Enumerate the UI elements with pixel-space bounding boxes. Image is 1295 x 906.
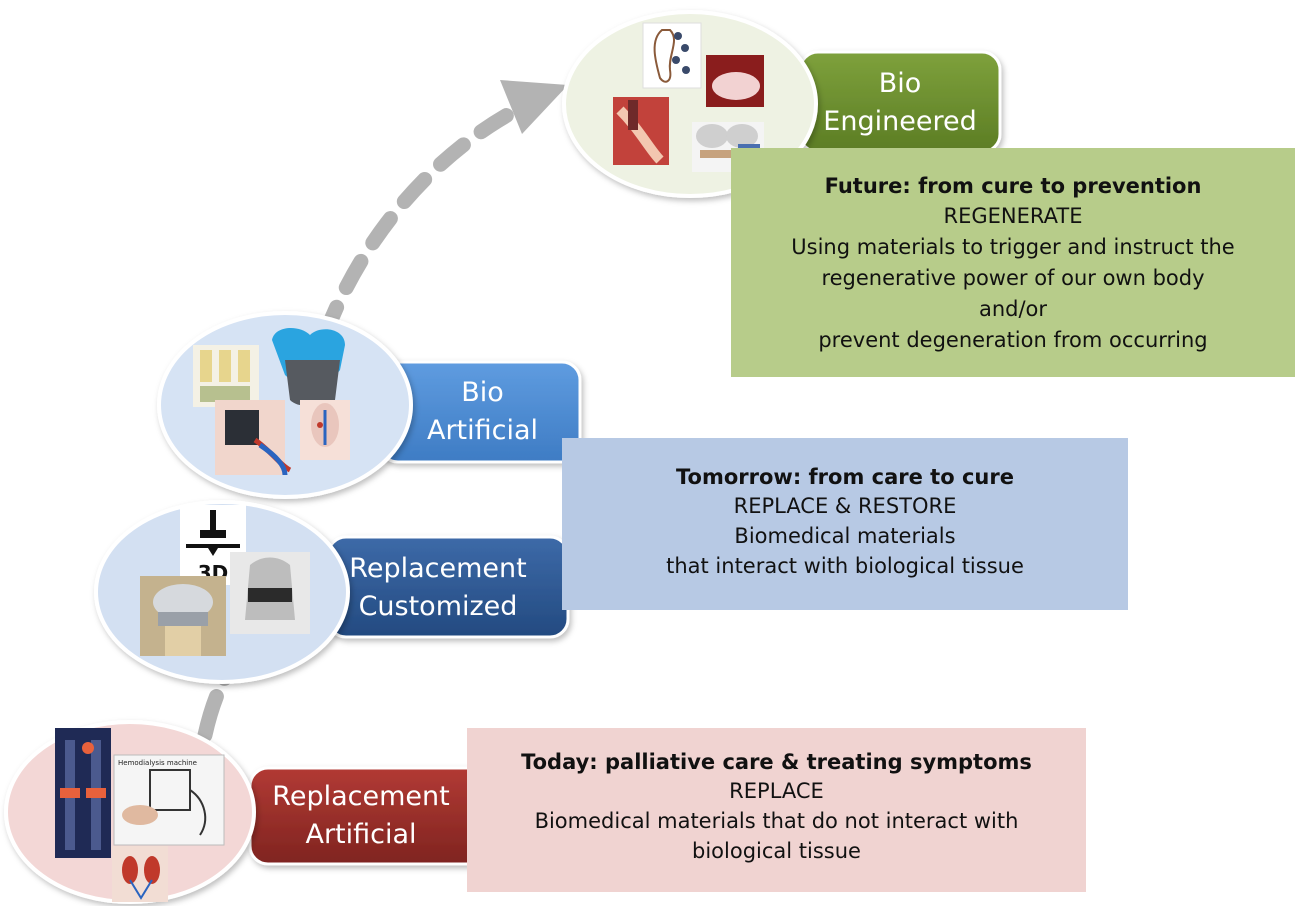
stage-bio-engineered bbox=[562, 10, 1002, 198]
bio-engineered-label-line1: Bio bbox=[878, 68, 922, 99]
bio-artificial-label: Bio Artificial bbox=[395, 374, 570, 450]
bio-engineered-label-line2: Engineered bbox=[823, 106, 977, 137]
replacement-customized-label-line2: Customized bbox=[358, 591, 518, 622]
stage-replacement-customized: 3D bbox=[94, 500, 570, 684]
future-heading: Future: from cure to prevention bbox=[824, 174, 1202, 198]
future-description-line1: Using materials to trigger and instruct … bbox=[791, 235, 1235, 259]
today-description-line1: Biomedical materials that do not interac… bbox=[534, 809, 1019, 833]
replacement-artificial-label-line1: Replacement bbox=[272, 781, 450, 812]
custom-brace-image bbox=[230, 552, 310, 634]
replacement-customized-label: Replacement Customized bbox=[338, 550, 538, 626]
today-heading: Today: palliative care & treating sympto… bbox=[521, 750, 1032, 774]
replacement-artificial-label-line2: Artificial bbox=[305, 819, 417, 850]
hemodialysis-caption: Hemodialysis machine bbox=[118, 759, 197, 767]
tomorrow-description-line2: that interact with biological tissue bbox=[666, 554, 1024, 578]
knee-implant-image bbox=[140, 576, 226, 656]
tomorrow-heading: Tomorrow: from care to cure bbox=[676, 465, 1014, 489]
replacement-artificial-label: Replacement Artificial bbox=[258, 778, 464, 854]
future-description-line2: regenerative power of our own body bbox=[821, 266, 1205, 290]
hip-knee-xray-image bbox=[55, 728, 111, 858]
bio-engineered-label: Bio Engineered bbox=[815, 65, 985, 141]
today-description-line2: biological tissue bbox=[692, 839, 861, 863]
bioartificial-device-image bbox=[215, 400, 292, 476]
surgery-photo-image bbox=[613, 97, 669, 165]
tomorrow-panel: Tomorrow: from care to cure REPLACE & RE… bbox=[562, 438, 1128, 610]
implant-photo-image bbox=[706, 55, 764, 107]
kidney-scaffold-image bbox=[642, 22, 702, 89]
today-panel: Today: palliative care & treating sympto… bbox=[467, 728, 1086, 892]
bio-artificial-label-line1: Bio bbox=[461, 377, 504, 408]
stage-replacement-artificial: Hemodialysis machine bbox=[4, 720, 488, 904]
urinary-anatomy-image bbox=[112, 846, 168, 902]
future-description-line4: prevent degeneration from occurring bbox=[818, 328, 1208, 352]
arrowhead-icon bbox=[500, 80, 568, 134]
future-description-line3: and/or bbox=[978, 297, 1048, 321]
tomorrow-description-line1: Biomedical materials bbox=[734, 524, 956, 548]
replacement-customized-label-line1: Replacement bbox=[349, 553, 527, 584]
cell-culture-image bbox=[193, 345, 259, 407]
today-keyword: REPLACE bbox=[729, 779, 824, 803]
tomorrow-keyword: REPLACE & RESTORE bbox=[733, 494, 957, 518]
future-panel: Future: from cure to prevention REGENERA… bbox=[731, 148, 1295, 377]
hemodialysis-machine-image: Hemodialysis machine bbox=[113, 754, 225, 846]
stage-bio-artificial bbox=[157, 311, 582, 499]
bio-artificial-label-line2: Artificial bbox=[426, 415, 539, 446]
future-keyword: REGENERATE bbox=[943, 204, 1083, 228]
kidney-anatomy-image bbox=[300, 400, 350, 460]
